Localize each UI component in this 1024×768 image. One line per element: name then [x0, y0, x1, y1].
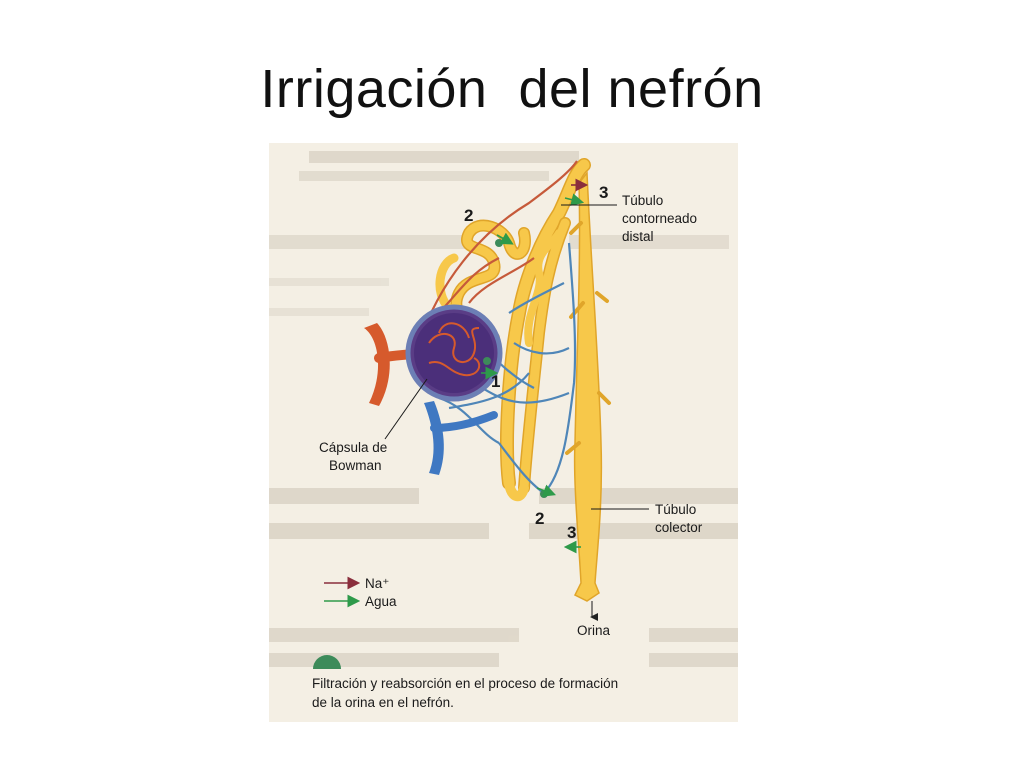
- legend-sodium-label: Na⁺: [365, 576, 389, 591]
- caption-marker-icon: [313, 655, 341, 669]
- label-urine: Orina: [577, 623, 611, 638]
- nephron-figure: 1 2 2 3 3 Túbulo contorneado distal Cáps…: [269, 143, 738, 722]
- legend-water-label: Agua: [365, 594, 397, 609]
- marker-2-top: 2: [464, 206, 473, 225]
- caption-line-2: de la orina en el nefrón.: [312, 695, 454, 710]
- marker-dot-2-top: [495, 239, 503, 247]
- slide-title: Irrigación del nefrón: [260, 59, 764, 119]
- marker-1: 1: [491, 372, 500, 391]
- label-capsule-2: Bowman: [329, 458, 382, 473]
- nephron-diagram: 1 2 2 3 3 Túbulo contorneado distal Cáps…: [269, 143, 738, 722]
- label-collector-2: colector: [655, 520, 703, 535]
- label-distal-tubule-1: Túbulo: [622, 193, 663, 208]
- caption-line-1: Filtración y reabsorción en el proceso d…: [312, 676, 618, 691]
- nephron-tubule: [435, 158, 591, 502]
- bowman-capsule: [405, 304, 503, 402]
- marker-3-bottom: 3: [567, 523, 576, 542]
- marker-3-top: 3: [599, 183, 608, 202]
- label-distal-tubule-2: contorneado: [622, 211, 697, 226]
- efferent-vein: [424, 401, 498, 475]
- transport-arrows: [481, 178, 589, 554]
- legend: Na⁺ Agua: [324, 576, 397, 609]
- marker-2-bottom: 2: [535, 509, 544, 528]
- label-distal-tubule-3: distal: [622, 229, 654, 244]
- marker-dot-1: [483, 357, 491, 365]
- collecting-duct: [565, 170, 611, 602]
- leader-lines: [384, 204, 649, 621]
- label-capsule-1: Cápsula de: [319, 440, 387, 455]
- label-collector-1: Túbulo: [655, 502, 696, 517]
